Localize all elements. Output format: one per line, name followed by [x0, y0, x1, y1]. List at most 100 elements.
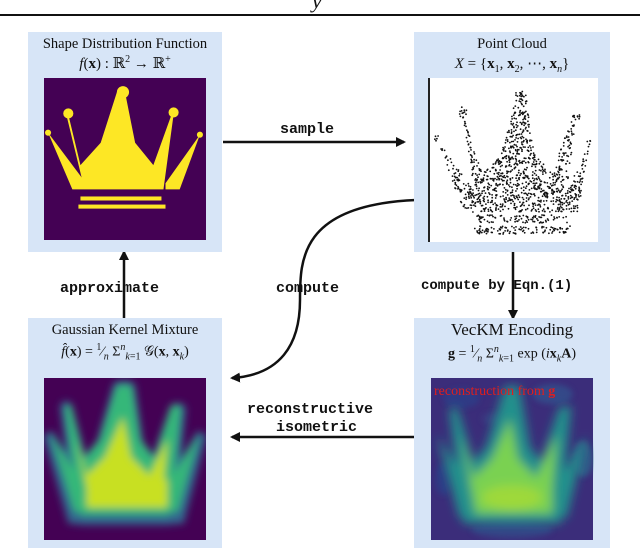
cloud-point: [474, 172, 477, 175]
cloud-point: [501, 203, 504, 205]
cloud-point: [527, 126, 530, 128]
cloud-point: [531, 219, 534, 221]
cloud-point: [504, 205, 506, 208]
cloud-point: [539, 205, 542, 208]
cloud-point: [451, 180, 454, 182]
cloud-point: [511, 169, 514, 171]
cloud-point: [524, 161, 527, 164]
cloud-point: [575, 196, 577, 198]
cloud-point: [525, 219, 528, 222]
cloud-point: [565, 194, 567, 197]
cloud-point: [509, 135, 512, 138]
cloud-point: [537, 176, 540, 178]
cloud-point: [503, 179, 505, 182]
cloud-point: [515, 92, 517, 94]
cloud-point: [498, 160, 501, 162]
cloud-point: [510, 129, 513, 131]
cloud-point: [569, 147, 572, 149]
cloud-point: [566, 139, 569, 142]
cloud-point: [458, 188, 461, 191]
cloud-point: [492, 221, 494, 224]
cloud-point: [510, 194, 512, 197]
cloud-point: [546, 185, 549, 188]
cloud-point: [576, 206, 579, 209]
cloud-point: [519, 210, 522, 213]
cloud-point: [522, 189, 525, 192]
cloud-point: [541, 225, 544, 228]
cloud-point: [539, 221, 542, 223]
cloud-point: [460, 110, 463, 112]
cloud-point: [479, 202, 482, 205]
cloud-point: [521, 162, 524, 165]
cloud-point: [517, 198, 520, 201]
cloud-point: [533, 202, 536, 205]
cloud-point: [535, 174, 538, 176]
cloud-point: [527, 116, 530, 119]
cloud-point: [522, 121, 525, 124]
cloud-point: [551, 189, 554, 191]
cloud-point: [524, 175, 527, 177]
cloud-point: [525, 126, 527, 129]
cloud-point: [523, 124, 525, 127]
cloud-point: [450, 161, 453, 164]
cloud-point: [469, 204, 472, 206]
cloud-point: [434, 138, 436, 141]
cloud-point: [499, 210, 502, 213]
cloud-point: [529, 145, 531, 147]
cloud-point: [576, 115, 579, 118]
header-text: y: [312, 0, 322, 13]
cloud-point: [513, 196, 516, 199]
cloud-point: [509, 151, 512, 154]
cloud-point: [486, 185, 489, 188]
cloud-point: [520, 172, 522, 175]
cloud-point: [551, 230, 554, 233]
cloud-point: [503, 174, 506, 177]
cloud-point: [485, 203, 487, 205]
cloud-point: [544, 191, 547, 194]
cloud-point: [463, 187, 466, 190]
compute-eqn-label: compute by Eqn.(1): [421, 278, 573, 294]
cloud-point: [488, 186, 491, 189]
cloud-point: [558, 169, 561, 172]
cloud-point: [527, 150, 530, 153]
cloud-point: [471, 200, 474, 202]
cloud-point: [527, 114, 530, 116]
cloud-point: [537, 199, 539, 202]
cloud-point: [517, 106, 520, 109]
cloud-point: [505, 157, 508, 160]
cloud-point: [571, 134, 573, 136]
cloud-point: [556, 228, 559, 231]
cloud-point: [463, 120, 466, 123]
cloud-point: [511, 115, 513, 118]
cloud-point: [481, 229, 484, 232]
cloud-point: [579, 195, 582, 197]
cloud-point: [524, 221, 527, 224]
cloud-point: [512, 183, 515, 186]
cloud-point: [542, 173, 544, 175]
cloud-point: [571, 200, 574, 202]
cloud-point: [511, 118, 513, 120]
cloud-point: [474, 181, 477, 184]
cloud-point: [476, 201, 479, 203]
cloud-point: [549, 171, 552, 174]
cloud-point: [498, 178, 500, 181]
cloud-point: [534, 204, 537, 206]
compute-arrow: [230, 198, 417, 383]
cloud-point: [524, 157, 527, 160]
cloud-point: [530, 218, 532, 221]
cloud-point: [567, 196, 570, 198]
cloud-point: [441, 149, 443, 152]
cloud-point: [434, 135, 437, 138]
cloud-point: [458, 174, 461, 177]
cloud-point: [462, 111, 465, 114]
cloud-point: [515, 174, 518, 177]
cloud-point: [515, 144, 517, 146]
cloud-point: [502, 195, 504, 197]
cloud-point: [435, 139, 437, 142]
cloud-point: [465, 109, 468, 112]
cloud-point: [540, 169, 542, 172]
cloud-point: [533, 194, 536, 197]
cloud-point: [508, 185, 511, 188]
cloud-point: [556, 177, 559, 180]
cloud-point: [561, 175, 564, 178]
